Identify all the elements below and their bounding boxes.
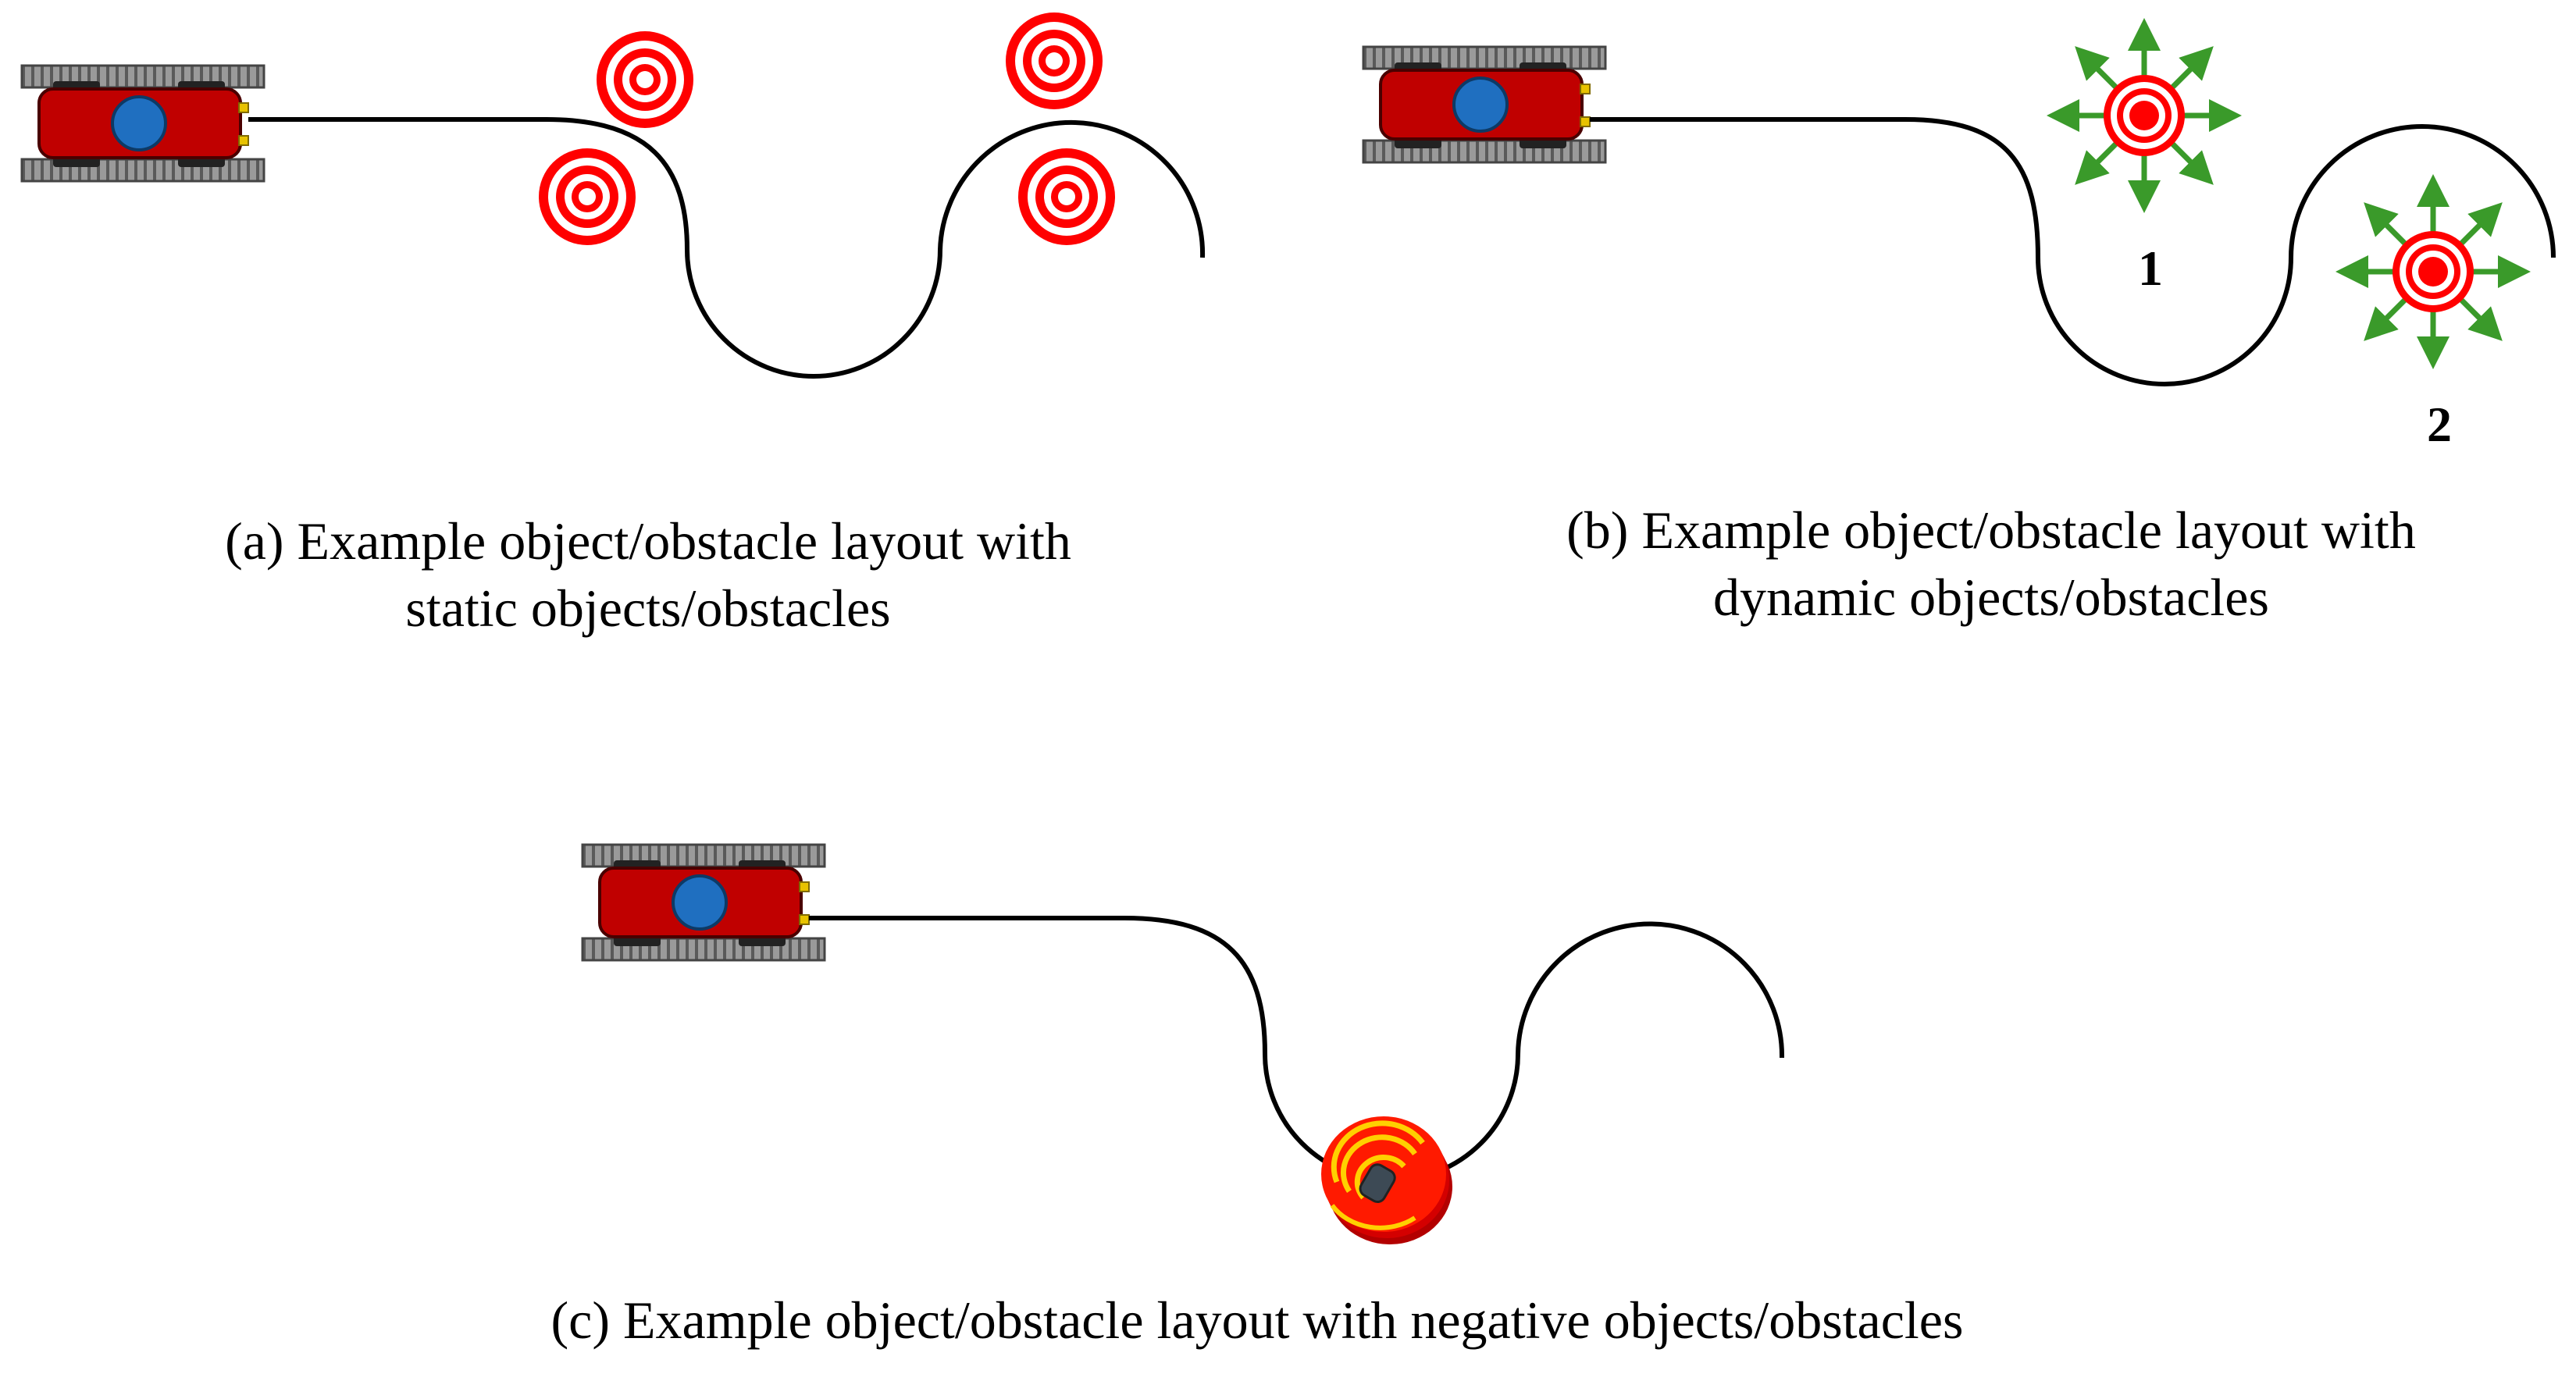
caption-b: (b) Example object/obstacle layout with …: [1452, 497, 2530, 631]
caption-b-line1: (b) Example object/obstacle layout with: [1566, 500, 2416, 560]
robot-path: [1590, 117, 2556, 386]
robot-path: [809, 916, 1785, 1183]
dynamic-target-icon: [2393, 231, 2474, 312]
static-target-icon: [597, 31, 693, 128]
panel-a: [20, 12, 1206, 379]
robot-icon: [20, 64, 265, 183]
static-target-icon: [1018, 148, 1115, 245]
caption-a-line2: static objects/obstacles: [405, 578, 891, 638]
caption-c: (c) Example object/obstacle layout with …: [312, 1287, 2202, 1354]
caption-c-line1: (c) Example object/obstacle layout with …: [550, 1290, 1964, 1350]
obstacle-label-2: 2: [2427, 397, 2452, 452]
dynamic-obstacle-2: [2352, 190, 2514, 353]
negative-obstacle-icon: [1321, 1116, 1452, 1244]
robot-icon: [581, 843, 826, 962]
caption-a: (a) Example object/obstacle layout with …: [109, 507, 1187, 642]
caption-a-line1: (a) Example object/obstacle layout with: [225, 511, 1071, 571]
static-target-icon: [1006, 12, 1103, 109]
robot-icon: [1362, 45, 1607, 164]
caption-b-line2: dynamic objects/obstacles: [1713, 568, 2269, 627]
panel-b: [1362, 34, 2556, 386]
dynamic-obstacle-1: [2063, 34, 2225, 197]
robot-path: [248, 117, 1206, 379]
panel-c: [581, 843, 1785, 1244]
static-target-icon: [539, 148, 636, 245]
obstacle-label-1: 1: [2138, 240, 2163, 296]
dynamic-target-icon: [2104, 75, 2185, 156]
